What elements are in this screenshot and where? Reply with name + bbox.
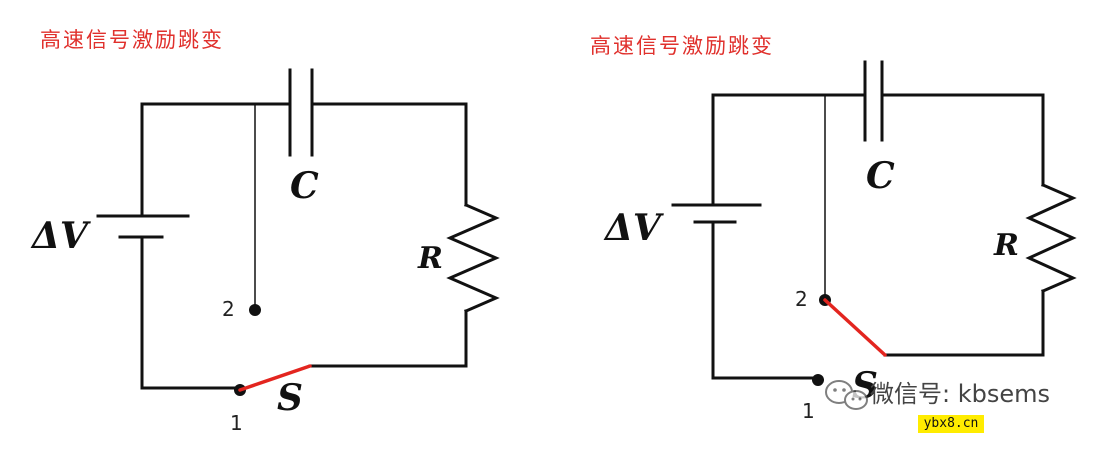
left-panel-title: 高速信号激励跳变 xyxy=(40,28,224,52)
left-switch-label: S xyxy=(277,377,303,419)
left-resistor-zigzag xyxy=(446,203,500,313)
watermark: 微信号: kbsems xyxy=(825,380,1050,410)
left-resistor-label: R xyxy=(417,241,443,276)
left-circuit: ΔV C R S 2 1 xyxy=(30,68,500,435)
left-switch-arm xyxy=(238,364,312,392)
right-switch-arm xyxy=(823,298,887,357)
right-circuit: ΔV C R S 2 1 xyxy=(603,60,1077,423)
left-node-1-label: 1 xyxy=(230,411,243,435)
left-voltage-label: ΔV xyxy=(30,215,91,257)
right-node-2-label: 2 xyxy=(795,287,808,311)
right-capacitor-label: C xyxy=(866,155,895,197)
left-node-2-dot xyxy=(249,304,261,316)
watermark-text: 微信号: kbsems xyxy=(870,380,1050,408)
site-badge: ybx8.cn xyxy=(918,415,984,433)
right-top-wire-left xyxy=(711,93,867,207)
right-voltage-label: ΔV xyxy=(603,207,664,249)
right-resistor-zigzag xyxy=(1025,183,1077,293)
left-capacitor-label: C xyxy=(290,165,319,207)
left-node-2-label: 2 xyxy=(222,297,235,321)
left-top-wire-left xyxy=(140,102,292,217)
left-top-wire-right xyxy=(310,102,468,207)
right-bottom-left-wire xyxy=(711,220,820,380)
right-bottom-right-wire xyxy=(883,289,1045,357)
wechat-icon xyxy=(825,380,868,410)
right-panel-title: 高速信号激励跳变 xyxy=(590,34,774,58)
right-node-1-label: 1 xyxy=(802,399,815,423)
left-bottom-left-wire xyxy=(140,235,242,390)
left-bottom-right-wire xyxy=(308,309,468,368)
right-top-wire-right xyxy=(880,93,1045,187)
right-node-1-dot xyxy=(812,374,824,386)
right-resistor-label: R xyxy=(993,228,1019,263)
